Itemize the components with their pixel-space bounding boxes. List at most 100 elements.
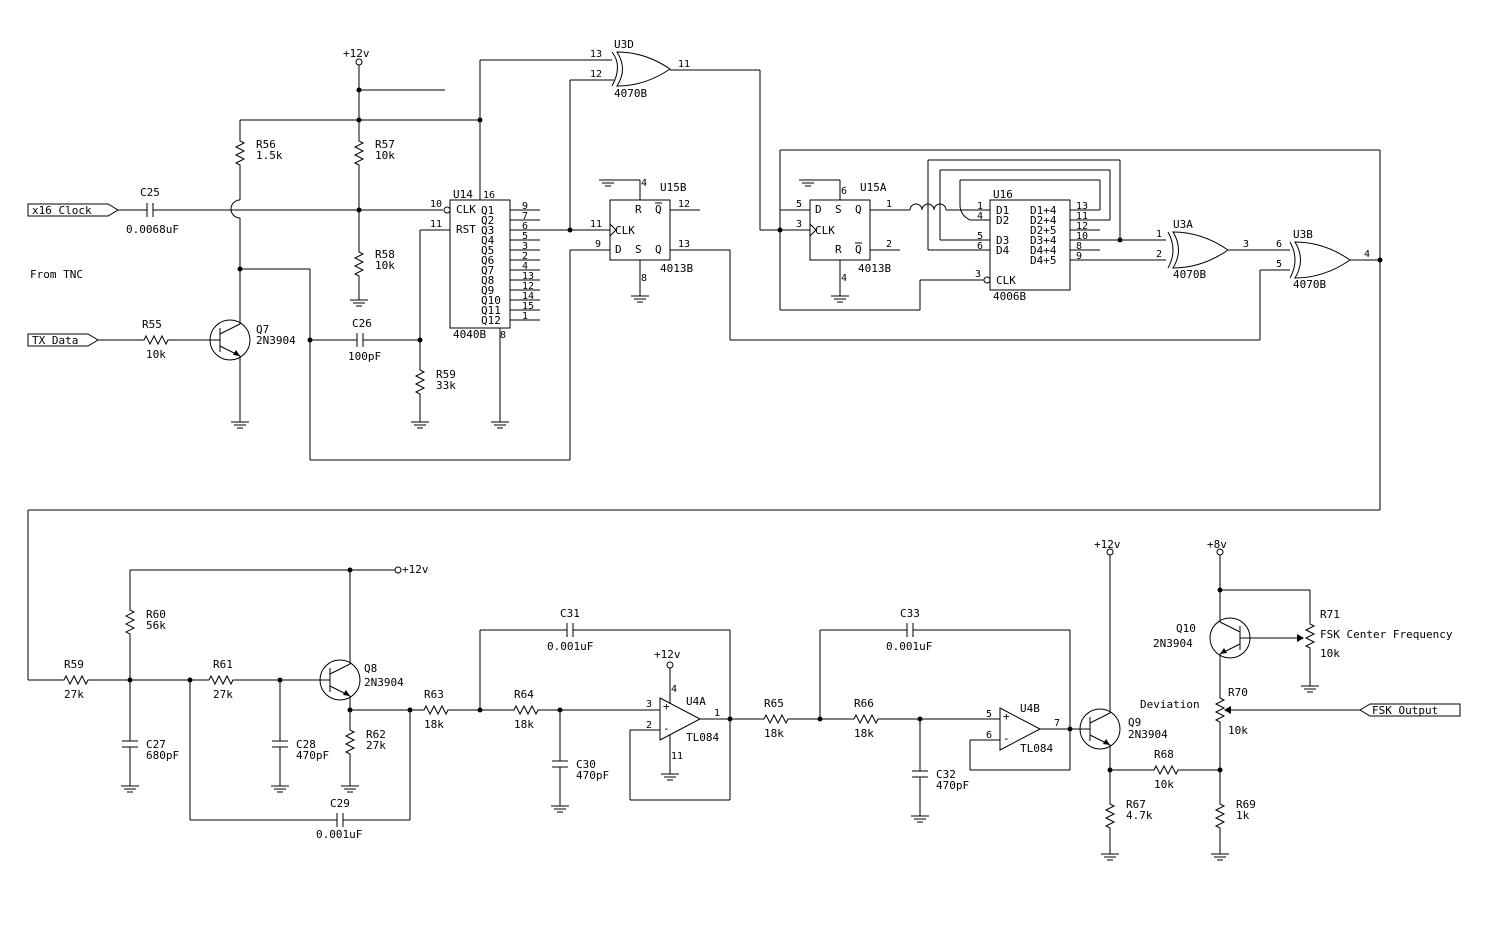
c31-value: 0.001uF xyxy=(547,640,593,653)
u3b-part: 4070B xyxy=(1293,278,1326,291)
u3a-xor xyxy=(1167,231,1229,269)
svg-text:3: 3 xyxy=(975,269,981,280)
u4a-opamp: + - xyxy=(659,697,702,741)
u15b-flipflop: R Q CLK D S Q xyxy=(609,199,671,261)
svg-text:13: 13 xyxy=(678,239,690,250)
u16-in-label: D4 xyxy=(996,244,1010,257)
c28-value: 470pF xyxy=(296,749,329,762)
r66-ref: R66 xyxy=(854,697,874,710)
svg-text:CLK: CLK xyxy=(615,224,635,237)
c29-value: 0.001uF xyxy=(316,828,362,841)
r69-value: 1k xyxy=(1236,809,1250,822)
svg-text:CLK: CLK xyxy=(456,203,476,216)
c33-value: 0.001uF xyxy=(886,640,932,653)
svg-text:S: S xyxy=(835,203,842,216)
svg-text:5: 5 xyxy=(1276,259,1282,270)
svg-text:9: 9 xyxy=(595,239,601,250)
x16-clock-label[interactable]: x16 Clock xyxy=(32,204,92,217)
svg-text:6: 6 xyxy=(841,186,847,197)
u14-out-label: Q2 xyxy=(481,214,494,227)
u14-out-label: Q12 xyxy=(481,314,501,327)
q10-ref: Q10 xyxy=(1176,622,1196,635)
c26-value: 100pF xyxy=(348,350,381,363)
q9-value: 2N3904 xyxy=(1128,728,1168,741)
r69-ref: R69 xyxy=(1236,798,1256,811)
r60-value: 56k xyxy=(146,619,166,632)
svg-text:D: D xyxy=(615,243,622,256)
q8-ref: Q8 xyxy=(364,662,377,675)
c32-value: 470pF xyxy=(936,779,969,792)
svg-text:3: 3 xyxy=(796,219,802,230)
r67-ref: R67 xyxy=(1126,798,1146,811)
svg-text:3: 3 xyxy=(1243,239,1249,250)
r62-ref: R62 xyxy=(366,728,386,741)
svg-text:2: 2 xyxy=(886,239,892,250)
u14-out-num: 12 xyxy=(522,281,534,292)
svg-text:16: 16 xyxy=(483,190,495,201)
u16-out-label: D1+4 xyxy=(1030,204,1057,217)
svg-text:6: 6 xyxy=(1276,239,1282,250)
u14-out-num: 5 xyxy=(522,231,528,242)
r64-ref: R64 xyxy=(514,688,534,701)
u3b-ref: U3B xyxy=(1293,228,1313,241)
svg-text:1: 1 xyxy=(886,199,892,210)
svg-text:2: 2 xyxy=(1156,249,1162,260)
svg-text:11: 11 xyxy=(671,751,683,762)
svg-text:7: 7 xyxy=(1054,718,1060,729)
u15a-part: 4013B xyxy=(858,262,891,275)
q7-value: 2N3904 xyxy=(256,334,296,347)
c25-value: 0.0068uF xyxy=(126,223,179,236)
svg-text:RST: RST xyxy=(456,223,476,236)
c33-ref: C33 xyxy=(900,607,920,620)
q8-transistor xyxy=(319,659,361,701)
u4b-ref: U4B xyxy=(1020,702,1040,715)
svg-text:2: 2 xyxy=(646,720,652,731)
u15a-ref: U15A xyxy=(860,181,887,194)
svg-text:+: + xyxy=(1003,710,1010,723)
u14-out-num: 7 xyxy=(522,211,528,222)
svg-text:Q: Q xyxy=(655,243,662,256)
u14-ref: U14 xyxy=(453,188,473,201)
svg-text:5: 5 xyxy=(986,709,992,720)
u3d-xor xyxy=(611,51,671,87)
q9-transistor xyxy=(1079,708,1121,750)
u14-out-num: 1 xyxy=(522,311,528,322)
svg-text:R: R xyxy=(835,243,842,256)
svg-text:8: 8 xyxy=(641,273,647,284)
u14-out-num: 9 xyxy=(522,201,528,212)
u14-out-num: 3 xyxy=(522,241,528,252)
u3b-xor xyxy=(1289,241,1351,279)
r56-value: 1.5k xyxy=(256,149,283,162)
u14-out-label: Q3 xyxy=(481,224,494,237)
fsk-output-label[interactable]: FSK Output xyxy=(1372,704,1438,717)
u16-out-label: D4+5 xyxy=(1030,254,1057,267)
r55-value: 10k xyxy=(146,348,166,361)
tx-data-label[interactable]: TX Data xyxy=(32,334,78,347)
u15b-ref: U15B xyxy=(660,181,687,194)
c30-ref: C30 xyxy=(576,758,596,771)
r68-ref: R68 xyxy=(1154,748,1174,761)
u14-out-num: 13 xyxy=(522,271,534,282)
u14-out-label: Q9 xyxy=(481,284,494,297)
c31-ref: C31 xyxy=(560,607,580,620)
u16-part: 4006B xyxy=(993,290,1026,303)
u14-out-num: 15 xyxy=(522,301,534,312)
svg-text:1: 1 xyxy=(714,708,720,719)
plus12-q9-label: +12v xyxy=(1094,538,1121,551)
u16-out-num: 9 xyxy=(1076,251,1082,262)
svg-text:CLK: CLK xyxy=(996,274,1016,287)
svg-text:11: 11 xyxy=(590,219,602,230)
svg-text:Q: Q xyxy=(855,243,862,256)
svg-text:+: + xyxy=(663,700,670,713)
svg-text:S: S xyxy=(635,243,642,256)
fsk-center-label: FSK Center Frequency xyxy=(1320,628,1453,641)
u16-in-num: 1 xyxy=(977,201,983,212)
u16-in-num: 5 xyxy=(977,231,983,242)
from-tnc-label: From TNC xyxy=(30,268,83,281)
u4a-ref: U4A xyxy=(686,695,706,708)
c26-ref: C26 xyxy=(352,317,372,330)
svg-text:12: 12 xyxy=(590,69,602,80)
svg-text:CLK: CLK xyxy=(815,224,835,237)
c29-ref: C29 xyxy=(330,797,350,810)
